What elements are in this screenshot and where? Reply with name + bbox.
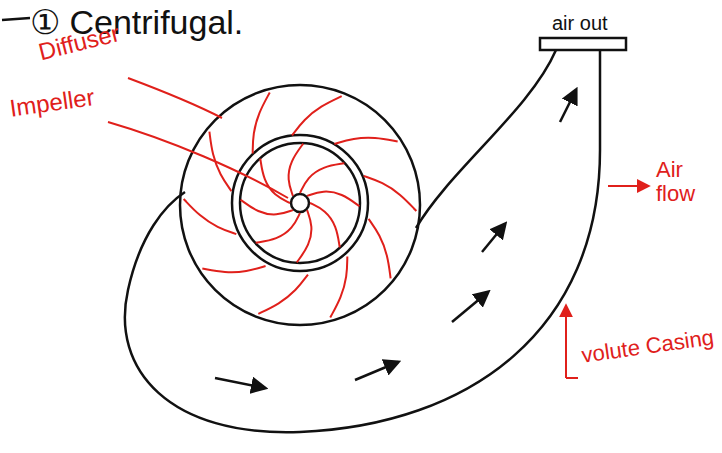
impeller-blade — [310, 203, 340, 247]
impeller-hub — [291, 194, 309, 212]
diffuser-vane — [369, 219, 391, 278]
leader-line — [108, 122, 288, 198]
impeller-blade — [289, 144, 304, 196]
flow-label: Air flow — [656, 158, 712, 206]
leader-line — [128, 78, 222, 118]
leader-line — [566, 377, 578, 379]
volute-outer-wall — [125, 50, 600, 432]
diffuser-ring — [180, 85, 420, 325]
diffuser-vane — [292, 96, 342, 135]
impeller-blade — [300, 163, 344, 193]
flow-arrow — [355, 362, 398, 380]
volute-inner-wall — [416, 50, 556, 228]
leader-arrow — [608, 185, 648, 187]
impeller-outer-ring — [232, 135, 368, 271]
diffuser-vane — [364, 176, 417, 211]
diffuser-vane — [209, 132, 231, 191]
label-holder: air out — [552, 12, 608, 34]
diffuser-vane — [258, 275, 308, 314]
diffuser-vane — [253, 92, 270, 153]
outlet-label: air out — [552, 12, 608, 34]
underline — [2, 18, 30, 20]
diffuser-vane — [330, 257, 347, 318]
label-holder: Air flow — [656, 158, 712, 206]
diffuser-vane — [202, 266, 265, 272]
impeller-blade — [307, 192, 359, 207]
impeller-blades — [241, 144, 360, 263]
leader-arrow — [565, 306, 567, 378]
diffuser-vane — [184, 199, 237, 234]
flow-arrow — [452, 292, 488, 322]
label-holder: volute Casing — [580, 325, 718, 368]
impeller-blade — [241, 200, 293, 215]
flow-arrow — [215, 378, 265, 388]
diffuser-vane — [334, 138, 397, 144]
impeller-blade — [256, 213, 300, 243]
impeller-inner-ring — [240, 143, 360, 263]
outlet-flange — [540, 38, 626, 50]
flow-arrow — [482, 224, 505, 252]
flow-arrow — [560, 90, 576, 122]
impeller-blade — [297, 210, 312, 262]
diffuser-vanes — [184, 92, 417, 317]
part-label: Impeller — [8, 84, 96, 122]
label-holder: Impeller — [8, 84, 96, 122]
part-label: volute Casing — [580, 325, 718, 368]
